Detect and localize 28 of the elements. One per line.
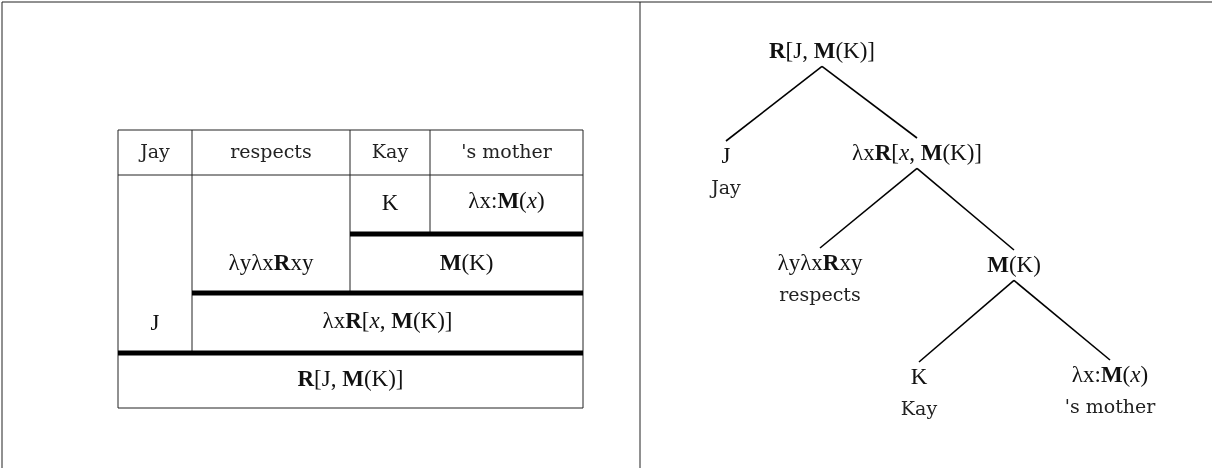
semantic-formula: λx:M(x) (1071, 362, 1149, 389)
table-cell-text: λxR[x, M(K)] (321, 308, 454, 334)
table-cell-text: R[J, M(K)] (296, 366, 405, 392)
table-cell-text: λyλxRxy (227, 250, 315, 276)
table-cell-text: λx:M(x) (467, 188, 546, 214)
table-cell-text: M(K) (438, 250, 495, 276)
table-cell-text: respects (229, 140, 313, 162)
tree-branch (725, 65, 823, 142)
table-cell-text: J (149, 310, 161, 336)
semantic-formula: R[J, M(K)] (768, 38, 876, 65)
tree-branch (821, 65, 918, 139)
table-cell-text: Jay (137, 140, 171, 162)
tree-branch (819, 167, 918, 249)
semantic-formula: M(K) (987, 252, 1041, 279)
table-cell-text: 's mother (460, 140, 553, 162)
semantic-formula: λxR[x, M(K)] (852, 140, 982, 167)
table-cell-text: Kay (370, 140, 410, 162)
table-cell-text: K (380, 190, 400, 216)
tree-branch (1013, 279, 1111, 361)
word-label: 's mother (1064, 396, 1156, 419)
word-label: respects (779, 284, 861, 307)
semantic-formula: K (910, 364, 928, 391)
tree-branch (918, 279, 1015, 363)
tree-branch (916, 167, 1015, 251)
semantic-formula: J (721, 143, 731, 170)
semantic-formula: λyλxRxy (777, 250, 863, 277)
word-label: Kay (900, 398, 938, 421)
word-label: Jay (711, 177, 741, 200)
